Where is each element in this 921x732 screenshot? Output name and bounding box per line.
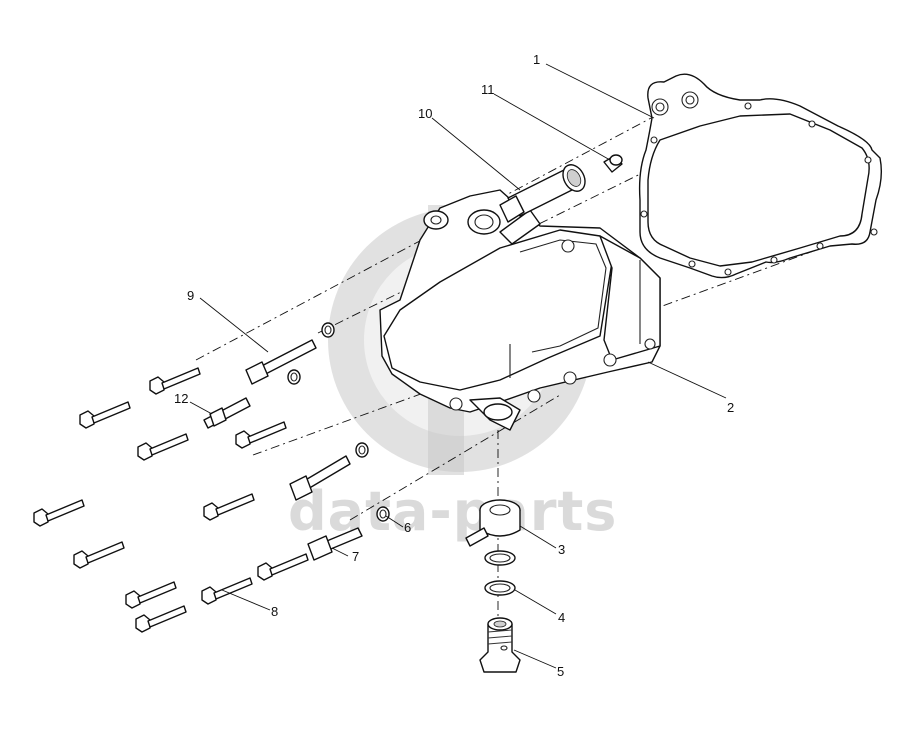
- callout-7: 7: [352, 549, 359, 564]
- banjo-bolt-part: [479, 617, 521, 673]
- sensor-part: [499, 164, 586, 223]
- plug-part: [603, 154, 623, 173]
- watermark-text: data-parts: [288, 480, 617, 543]
- stud-part: [245, 339, 317, 385]
- callout-6: 6: [404, 520, 411, 535]
- oil-cooler-cover-part: [379, 189, 661, 431]
- callout-3: 3: [558, 542, 565, 557]
- callout-8: 8: [271, 604, 278, 619]
- callout-5: 5: [557, 664, 564, 679]
- small-stud-part: [203, 397, 251, 429]
- washer-part: [287, 322, 390, 522]
- callout-2: 2: [727, 400, 734, 415]
- banjo-fitting-part: [465, 499, 521, 547]
- hex-bolt-part: [33, 367, 309, 633]
- gasket-part: [638, 73, 883, 279]
- callout-10: 10: [418, 106, 432, 121]
- long-stud-part: [289, 455, 363, 561]
- callout-9: 9: [187, 288, 194, 303]
- callout-1: 1: [533, 52, 540, 67]
- sealing-ring-part: [484, 550, 516, 596]
- callout-labels: 1 2 3 4 5 6 7 8 9 10 11 12: [174, 52, 734, 679]
- callout-4: 4: [558, 610, 565, 625]
- leader-lines: [189, 63, 727, 669]
- callout-12: 12: [174, 391, 188, 406]
- callout-11: 11: [481, 82, 495, 97]
